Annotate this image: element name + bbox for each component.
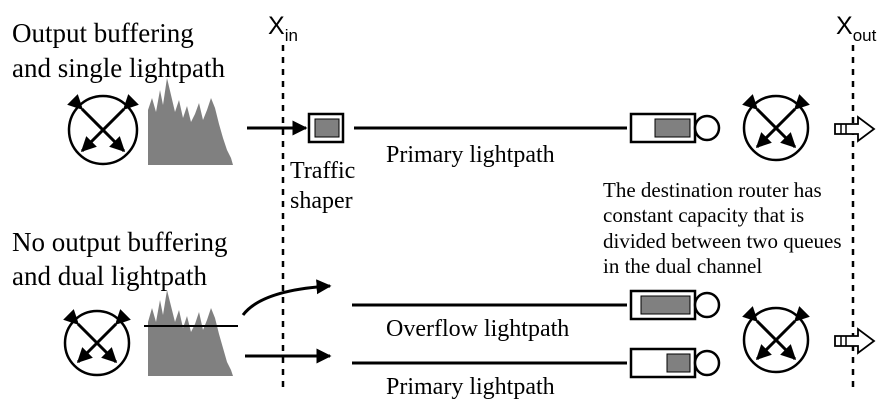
note-line2: constant capacity that is (603, 203, 804, 227)
queue-icon (629, 289, 721, 321)
router-icon (67, 94, 139, 166)
x-in-label: Xin (268, 12, 298, 45)
outgoing-arrow-icon (834, 327, 876, 355)
overflow-lightpath-label: Overflow lightpath (386, 316, 569, 342)
shaper-label-line1: Traffic (290, 158, 355, 184)
x-out-label: Xout (836, 12, 877, 45)
note-line3: divided between two queues (603, 229, 842, 253)
router-icon (63, 309, 131, 377)
note-line1: The destination router has (603, 178, 822, 202)
note-line4: in the dual channel (603, 254, 762, 278)
top-scenario-title-line1: Output buffering (12, 18, 194, 48)
top-primary-lightpath-label: Primary lightpath (386, 142, 555, 168)
top-scenario-title-line2: and single lightpath (12, 53, 225, 83)
traffic-profile-icon (148, 78, 233, 165)
queue-icon (629, 347, 721, 379)
traffic-shaper-icon (307, 112, 345, 144)
router-icon (742, 306, 810, 374)
shaper-label-line2: shaper (290, 188, 353, 214)
outgoing-arrow-icon (834, 115, 876, 143)
bottom-primary-lightpath-label: Primary lightpath (386, 374, 555, 400)
bottom-scenario-title-line2: and dual lightpath (12, 261, 207, 291)
overflow-arrow (241, 279, 332, 316)
queue-icon (629, 112, 721, 144)
router-icon (742, 94, 810, 162)
traffic-profile-icon (148, 290, 233, 376)
bottom-scenario-title-line1: No output buffering (12, 227, 227, 257)
